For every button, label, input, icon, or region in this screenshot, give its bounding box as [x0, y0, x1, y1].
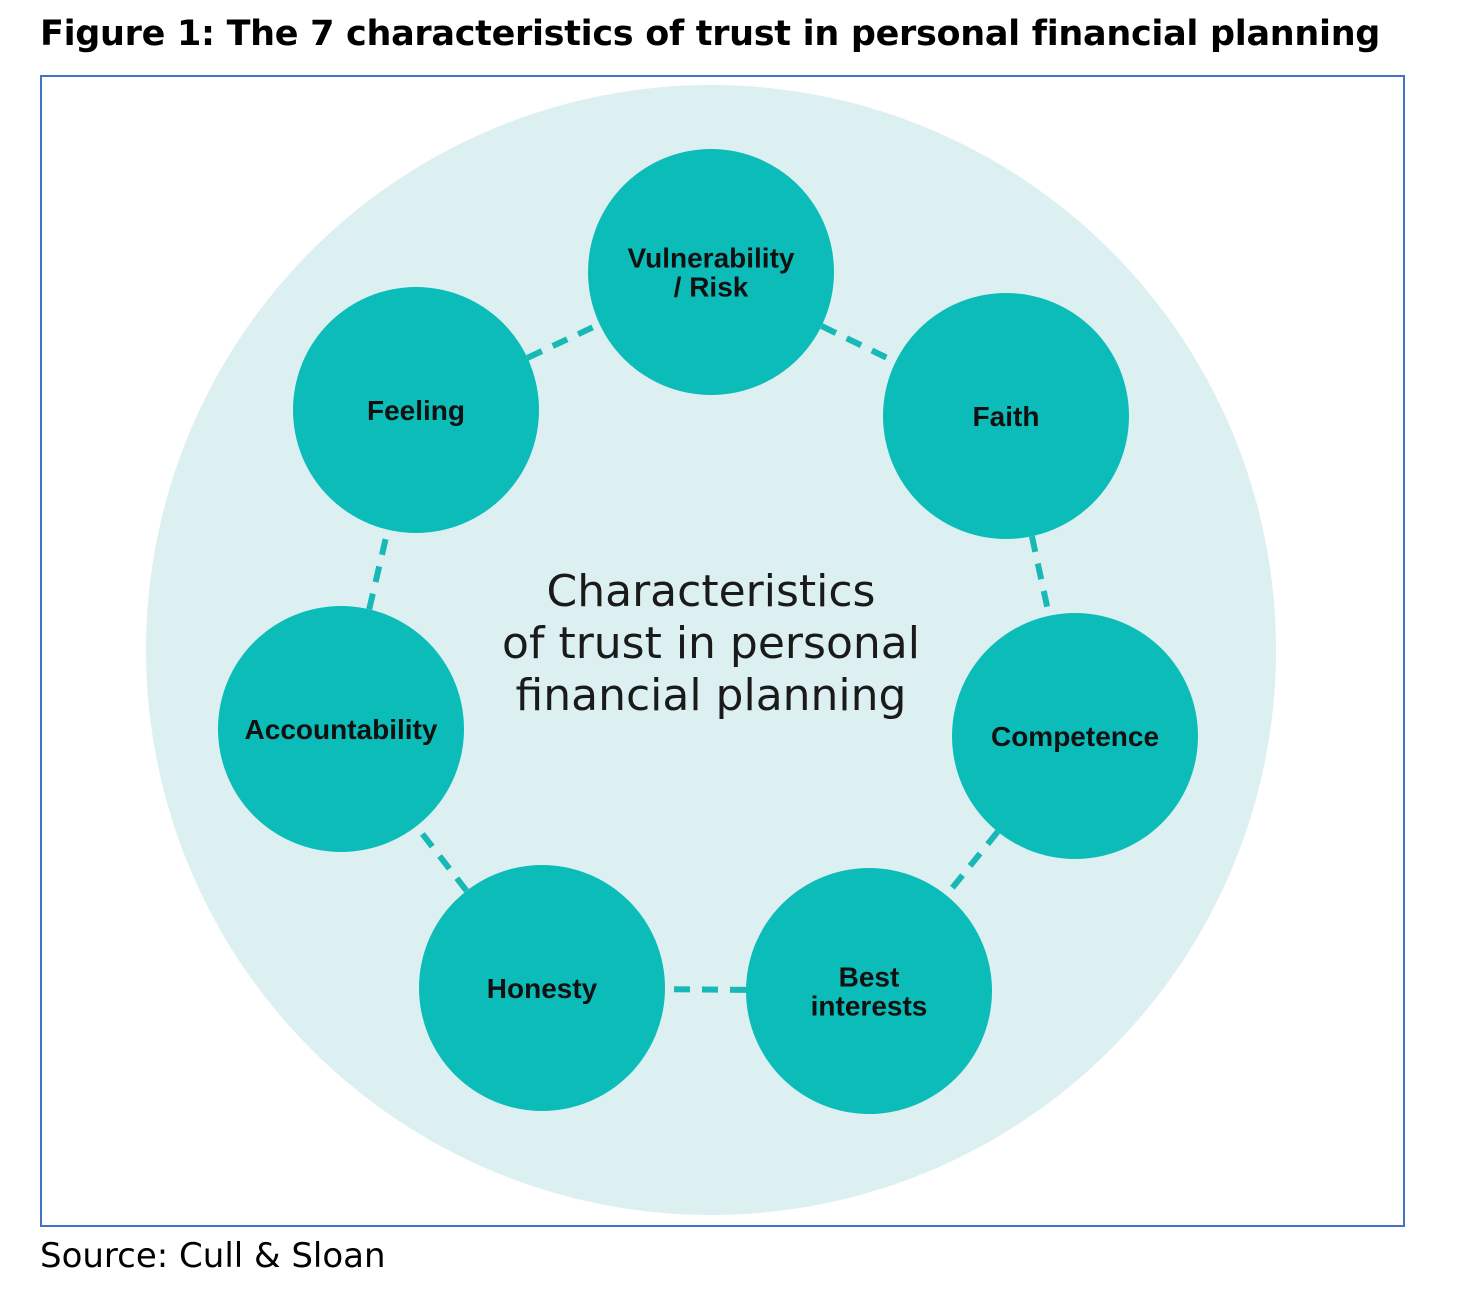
node-competence: Competence	[952, 613, 1198, 859]
node-honesty: Honesty	[419, 865, 665, 1111]
connector-dash-line	[526, 321, 601, 361]
connector-dash-line	[414, 824, 469, 893]
node-circle	[218, 606, 464, 852]
figure-source: Source: Cull & Sloan	[40, 1236, 386, 1276]
node-circle	[746, 868, 992, 1114]
figure-title: Figure 1: The 7 characteristics of trust…	[40, 14, 1381, 54]
node-circle	[952, 613, 1198, 859]
node-circle	[588, 149, 834, 395]
connector-dash-line	[366, 529, 391, 610]
figure-frame	[40, 75, 1405, 1227]
connector-dash-line	[664, 986, 747, 993]
node-label: Competence	[991, 721, 1159, 752]
node-faith: Faith	[883, 293, 1129, 539]
node-label: Faith	[973, 401, 1040, 432]
node-vulnerability-risk: Vulnerability/ Risk	[588, 149, 834, 395]
connector-ring	[366, 321, 1053, 993]
node-accountability: Accountability	[218, 606, 464, 852]
node-circle	[293, 287, 539, 533]
node-label: Vulnerability/ Risk	[627, 243, 794, 303]
node-label: Accountability	[245, 714, 438, 745]
node-circle	[419, 865, 665, 1111]
node-label: Feeling	[367, 395, 465, 426]
connector-dash-line	[820, 323, 897, 365]
connector-dash-line	[1028, 535, 1053, 617]
connector-dash-line	[943, 829, 1001, 898]
node-feeling: Feeling	[293, 287, 539, 533]
node-circle	[883, 293, 1129, 539]
node-label: Honesty	[487, 973, 598, 1004]
